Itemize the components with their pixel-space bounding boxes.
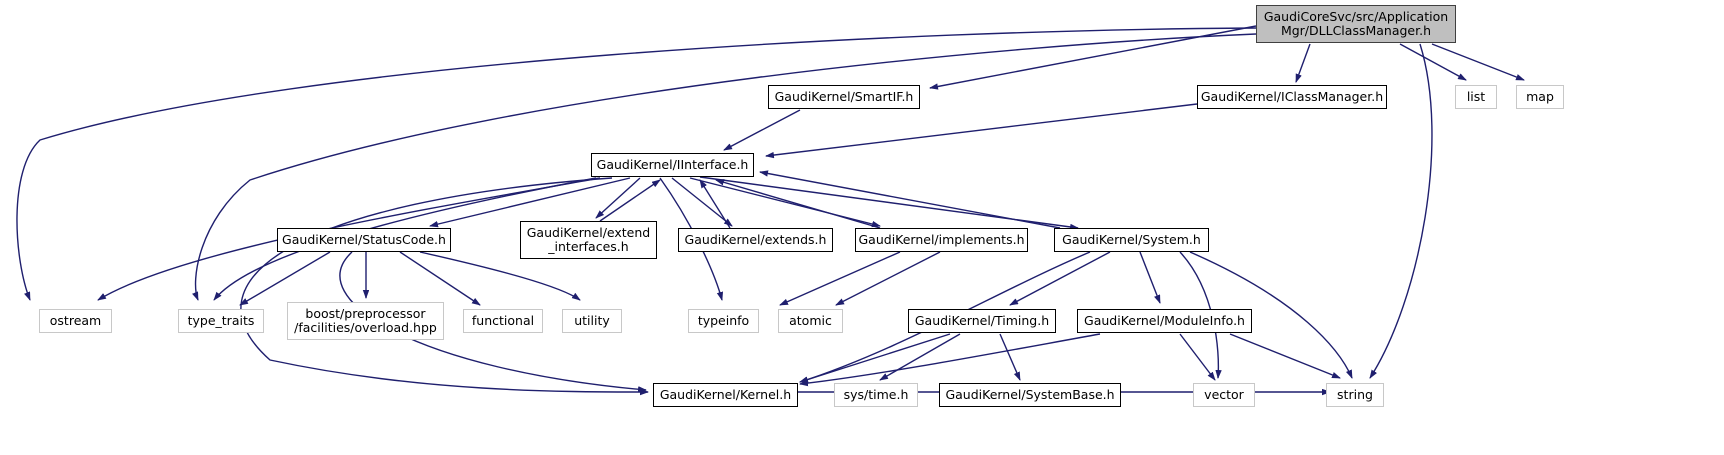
graph-node-list[interactable]: list bbox=[1455, 85, 1497, 109]
graph-node-kernel[interactable]: GaudiKernel/Kernel.h bbox=[653, 383, 798, 407]
graph-node-timing[interactable]: GaudiKernel/Timing.h bbox=[908, 309, 1056, 333]
graph-node-smartif[interactable]: GaudiKernel/SmartIF.h bbox=[768, 85, 920, 109]
graph-node-iclassmanager[interactable]: GaudiKernel/IClassManager.h bbox=[1197, 85, 1387, 109]
graph-node-functional[interactable]: functional bbox=[463, 309, 543, 333]
graph-node-iinterface[interactable]: GaudiKernel/IInterface.h bbox=[591, 153, 754, 177]
graph-node-systime[interactable]: sys/time.h bbox=[834, 383, 918, 407]
graph-node-vector[interactable]: vector bbox=[1193, 383, 1255, 407]
graph-node-statuscode[interactable]: GaudiKernel/StatusCode.h bbox=[277, 228, 451, 252]
graph-node-map[interactable]: map bbox=[1516, 85, 1564, 109]
graph-node-boost[interactable]: boost/preprocessor /facilities/overload.… bbox=[287, 302, 444, 340]
graph-node-extendinterfaces[interactable]: GaudiKernel/extend _interfaces.h bbox=[520, 221, 657, 259]
graph-node-string[interactable]: string bbox=[1326, 383, 1384, 407]
graph-node-utility[interactable]: utility bbox=[562, 309, 622, 333]
graph-node-typeinfo[interactable]: typeinfo bbox=[688, 309, 759, 333]
graph-node-type_traits[interactable]: type_traits bbox=[178, 309, 264, 333]
graph-node-root[interactable]: GaudiCoreSvc/src/Application Mgr/DLLClas… bbox=[1256, 5, 1456, 43]
graph-node-atomic[interactable]: atomic bbox=[778, 309, 843, 333]
graph-node-systembase[interactable]: GaudiKernel/SystemBase.h bbox=[939, 383, 1121, 407]
graph-node-implements[interactable]: GaudiKernel/implements.h bbox=[855, 228, 1028, 252]
graph-node-extends[interactable]: GaudiKernel/extends.h bbox=[678, 228, 833, 252]
graph-node-ostream[interactable]: ostream bbox=[39, 309, 112, 333]
graph-node-moduleinfo[interactable]: GaudiKernel/ModuleInfo.h bbox=[1077, 309, 1252, 333]
graph-node-system[interactable]: GaudiKernel/System.h bbox=[1054, 228, 1209, 252]
